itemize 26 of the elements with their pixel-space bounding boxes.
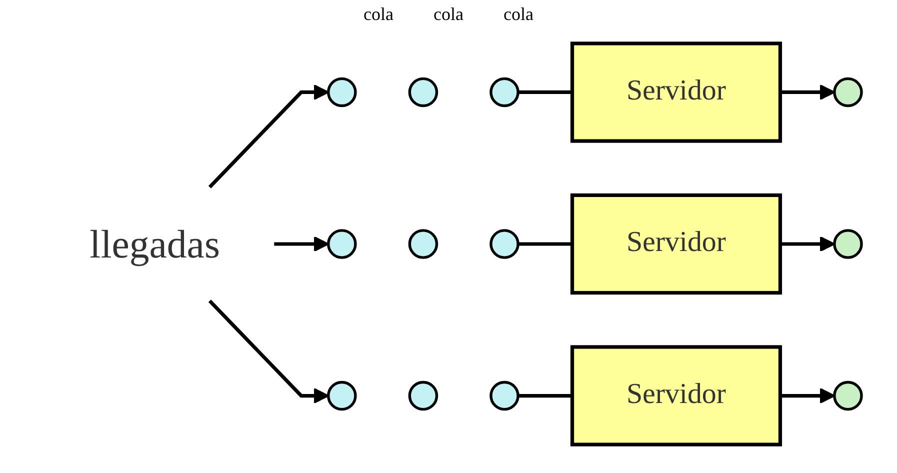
queue-label: cola [503, 4, 534, 25]
queue-label: cola [364, 4, 394, 25]
node-circle [326, 229, 357, 259]
node-box: Servidor [570, 42, 782, 143]
node-circle [490, 229, 520, 259]
connector [518, 242, 572, 246]
connector [518, 90, 572, 94]
node-box: Servidor [570, 193, 782, 295]
node-circle [490, 77, 520, 108]
node-circle [326, 77, 357, 108]
node-circle [833, 77, 863, 108]
queue-label: cola [434, 4, 464, 25]
node-circle [490, 380, 520, 411]
node-circle [833, 229, 863, 259]
connector [518, 394, 572, 398]
node-text: llegadas [90, 221, 220, 267]
node-circle [833, 380, 863, 411]
arrow [208, 84, 330, 188]
node-box: Servidor [570, 345, 782, 446]
arrow [780, 388, 836, 404]
arrow [780, 84, 836, 100]
node-circle [408, 77, 438, 108]
node-circle [408, 229, 438, 259]
arrow [208, 300, 330, 404]
node-circle [408, 380, 438, 411]
node-circle [326, 380, 357, 411]
